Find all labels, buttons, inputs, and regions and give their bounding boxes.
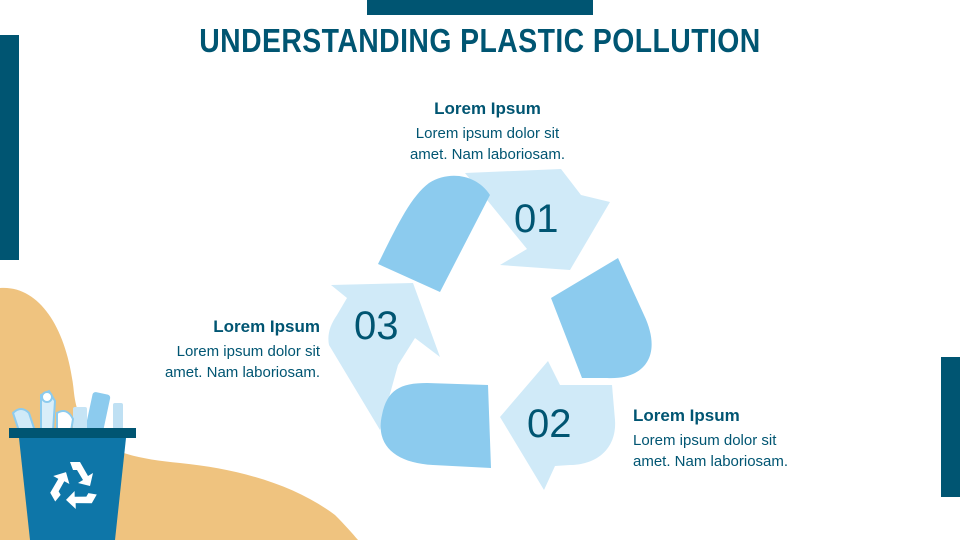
step-text-02: Lorem Ipsum Lorem ipsum dolor sit amet. … <box>633 406 833 472</box>
cycle-arrow-02 <box>500 361 616 490</box>
step-number-02: 02 <box>527 402 572 446</box>
right-accent-bar <box>941 357 960 497</box>
recycle-cycle-icon <box>328 169 652 490</box>
page-title: UNDERSTANDING PLASTIC POLLUTION <box>199 22 761 59</box>
step-line-03b: amet. Nam laboriosam. <box>164 364 320 381</box>
cycle-arrow-01 <box>465 169 610 270</box>
left-accent-bar <box>0 35 19 260</box>
step-line-02b: amet. Nam laboriosam. <box>633 453 789 470</box>
cycle-segment-bottom <box>380 383 491 468</box>
step-line-03a: Lorem ipsum dolor sit <box>176 343 320 360</box>
cycle-segment-top <box>378 175 490 292</box>
top-accent-bar <box>367 0 593 15</box>
recycling-bin-icon <box>9 389 136 540</box>
step-number-03: 03 <box>354 304 399 348</box>
step-number-01: 01 <box>514 197 559 241</box>
plastic-waste-icon <box>11 389 123 433</box>
cycle-arrow-03 <box>328 283 440 430</box>
step-line-01a: Lorem ipsum dolor sit <box>415 125 560 142</box>
step-heading-01: Lorem Ipsum <box>434 99 541 118</box>
step-line-01b: amet. Nam laboriosam. <box>409 146 566 163</box>
step-heading-02: Lorem Ipsum <box>633 406 740 425</box>
step-heading-03: Lorem Ipsum <box>213 317 320 336</box>
recycle-symbol-icon <box>50 462 97 509</box>
step-text-01: Lorem Ipsum Lorem ipsum dolor sit amet. … <box>395 99 580 165</box>
cycle-segment-right <box>551 258 652 379</box>
step-line-02a: Lorem ipsum dolor sit <box>633 432 777 449</box>
step-text-03: Lorem Ipsum Lorem ipsum dolor sit amet. … <box>140 317 320 383</box>
